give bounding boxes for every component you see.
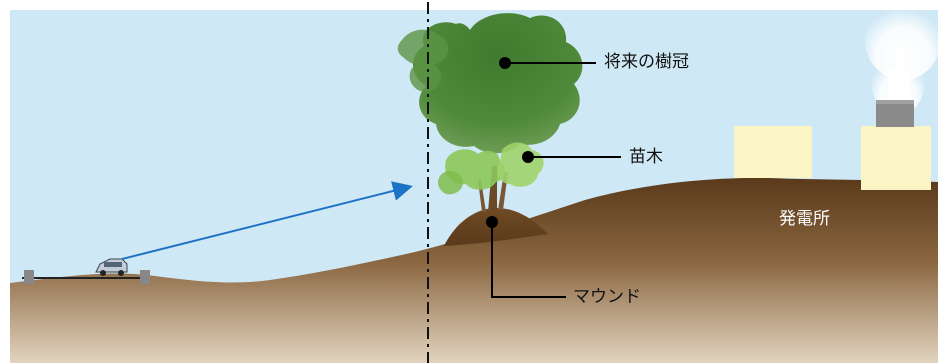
building-icon <box>734 126 812 178</box>
car-icon <box>95 258 128 276</box>
leader-future-crown <box>499 57 596 69</box>
label-mound: マウンド <box>573 287 641 307</box>
mound-icon <box>444 208 548 246</box>
road-post-right <box>140 270 150 284</box>
chimney-icon <box>876 100 914 127</box>
label-power-plant: 発電所 <box>779 209 830 229</box>
label-future-crown: 将来の樹冠 <box>604 52 689 72</box>
ground <box>10 177 938 363</box>
label-sapling: 苗木 <box>629 147 663 167</box>
leader-mound <box>486 216 566 298</box>
tree-canopy-icon <box>397 13 583 154</box>
sight-line-arrow <box>121 181 413 260</box>
leader-sapling <box>522 151 621 163</box>
building-icon <box>861 126 931 190</box>
road-post-left <box>24 270 34 284</box>
